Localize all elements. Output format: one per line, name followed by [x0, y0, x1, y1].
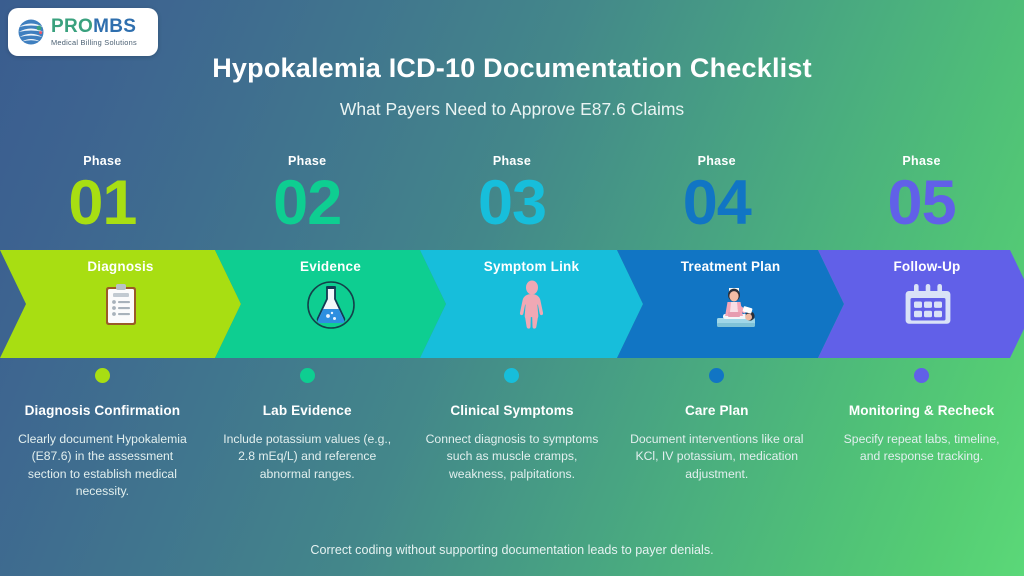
description-block-4: Care Plan Document interventions like or… — [614, 368, 819, 500]
calendar-icon — [901, 279, 953, 331]
phase-number-1: 01 — [68, 167, 137, 238]
globe-icon — [16, 17, 46, 47]
step-dot-5 — [914, 368, 930, 383]
description-title-5: Monitoring & Recheck — [848, 403, 995, 418]
description-body-5: Specify repeat labs, timeline, and respo… — [843, 432, 1000, 464]
chevron-band: Diagnosis Evidence — [0, 250, 1024, 358]
phase-number-row: Phase 01 Phase 02 Phase 03 Phase 04 Phas… — [0, 155, 1024, 250]
phase-word-1: Phase — [83, 154, 122, 168]
description-title-3: Clinical Symptoms — [450, 403, 574, 418]
brand-wordmark: PROMBS — [51, 17, 137, 36]
phase-word-4: Phase — [697, 154, 736, 168]
chevron-label-3: Symptom Link — [483, 259, 580, 274]
brand-logo: PROMBS Medical Billing Solutions — [8, 8, 158, 56]
phase-number-block-4: Phase 04 — [614, 155, 819, 250]
step-dot-1 — [94, 368, 110, 383]
chevron-step-2[interactable]: Evidence — [215, 250, 446, 358]
step-dot-4 — [709, 368, 725, 383]
chevron-step-1[interactable]: Diagnosis — [0, 250, 241, 358]
phase-word-2: Phase — [288, 154, 327, 168]
chevron-label-1: Diagnosis — [87, 259, 154, 274]
description-body-3: Connect diagnosis to symptoms such as mu… — [425, 432, 599, 481]
chevron-label-4: Treatment Plan — [680, 259, 781, 274]
chevron-step-5[interactable]: Follow-Up — [818, 250, 1024, 358]
phase-number-block-3: Phase 03 — [410, 155, 615, 250]
clipboard-checklist-icon — [95, 279, 147, 331]
phase-number-3: 03 — [477, 167, 547, 238]
chevron-step-3[interactable]: Symptom Link — [420, 250, 643, 358]
description-body-4: Document interventions like oral KCl, IV… — [630, 432, 804, 481]
description-block-5: Monitoring & Recheck Specify repeat labs… — [819, 368, 1024, 500]
footer-note: Correct coding without supporting docume… — [310, 543, 714, 557]
brand-word-pro: PRO — [51, 16, 94, 38]
description-block-3: Clinical Symptoms Connect diagnosis to s… — [410, 368, 615, 500]
brand-tagline: Medical Billing Solutions — [51, 38, 137, 48]
page-title: Hypokalemia ICD-10 Documentation Checkli… — [212, 53, 812, 83]
chevron-label-2: Evidence — [300, 259, 361, 274]
description-row: Diagnosis Confirmation Clearly document … — [0, 368, 1024, 500]
step-dot-2 — [299, 368, 315, 383]
brand-word-mbs: MBS — [93, 16, 137, 38]
phase-number-4: 04 — [682, 167, 752, 238]
phase-number-2: 02 — [273, 167, 342, 238]
description-title-4: Care Plan — [684, 403, 749, 418]
phase-number-block-2: Phase 02 — [205, 155, 410, 250]
step-dot-3 — [504, 368, 520, 383]
phase-number-block-5: Phase 05 — [819, 155, 1024, 250]
description-block-2: Lab Evidence Include potassium values (e… — [205, 368, 410, 500]
description-title-2: Lab Evidence — [262, 403, 352, 418]
description-body-1: Clearly document Hypokalemia (E87.6) in … — [18, 432, 187, 498]
human-body-icon — [506, 279, 558, 331]
phase-word-3: Phase — [492, 154, 532, 168]
phase-number-block-1: Phase 01 — [0, 155, 205, 250]
flask-icon — [305, 279, 357, 331]
description-body-2: Include potassium values (e.g., 2.8 mEq/… — [223, 432, 392, 481]
description-block-1: Diagnosis Confirmation Clearly document … — [0, 368, 205, 500]
page-subtitle: What Payers Need to Approve E87.6 Claims — [339, 99, 685, 119]
nurse-patient-icon — [705, 279, 757, 331]
chevron-step-4[interactable]: Treatment Plan — [617, 250, 844, 358]
description-title-1: Diagnosis Confirmation — [24, 403, 181, 418]
chevron-label-5: Follow-Up — [893, 259, 961, 274]
phase-word-5: Phase — [902, 154, 941, 168]
phase-number-5: 05 — [887, 167, 957, 238]
